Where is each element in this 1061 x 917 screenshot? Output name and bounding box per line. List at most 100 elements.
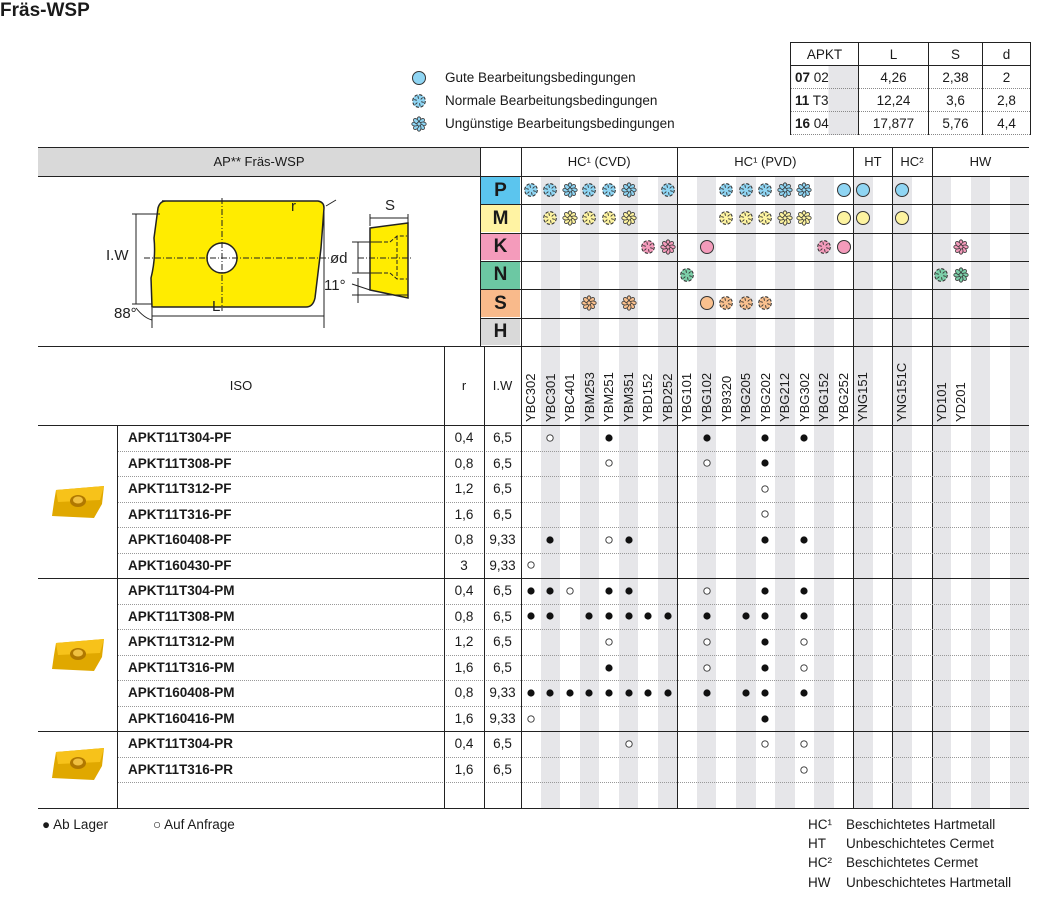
insert-drawing: r I.W 88° L S ød 11° [106, 197, 412, 328]
normal-condition-icon [602, 183, 616, 198]
s-label: S [385, 197, 395, 214]
normal-condition-icon [602, 211, 616, 226]
in-stock-dot [546, 689, 554, 697]
in-stock-dot [624, 689, 633, 697]
on-request-dot [703, 459, 711, 467]
row-separator [117, 476, 1030, 478]
grade-label: YBG102 [698, 372, 714, 422]
in-stock-dot [761, 434, 769, 442]
normal-condition-icon [738, 183, 753, 198]
group-divider [677, 147, 679, 808]
grade-label: YBM253 [581, 372, 597, 422]
grade-label: YNG151 [855, 372, 871, 422]
iso-code: APKT11T312-PF [128, 481, 232, 497]
in-stock-dot [742, 612, 750, 621]
grade-label: YD101 [933, 382, 949, 422]
code-bold: 11 [795, 92, 810, 108]
column-shade [931, 176, 952, 808]
iw-value: 6,5 [493, 761, 512, 777]
normal-condition-icon [758, 296, 773, 311]
grade-label: YBM251 [601, 372, 617, 422]
unfavorable-condition-icon [411, 116, 427, 132]
code: 04 [813, 115, 829, 131]
material-m: M [481, 204, 520, 233]
row-separator [117, 450, 1030, 452]
normal-condition-icon [719, 296, 734, 311]
radius-value: 0,8 [454, 532, 474, 548]
material-h: H [481, 318, 520, 346]
l-value: 17,877 [858, 111, 929, 135]
in-stock-dot [624, 612, 633, 621]
grade-label: YD201 [953, 382, 969, 422]
in-stock-dot [605, 612, 613, 621]
iso-code: APKT11T316-PR [128, 761, 234, 777]
in-stock-dot [761, 689, 769, 697]
in-stock-dot [546, 536, 554, 544]
group-header: HC¹ (PVD) [734, 154, 797, 169]
material-n: N [481, 261, 520, 289]
in-stock-dot [800, 587, 809, 595]
normal-condition-icon [543, 211, 558, 226]
table-line [38, 731, 1030, 733]
iso-code: APKT160408-PF [128, 532, 232, 548]
angle11-label: 11° [324, 277, 346, 294]
iw-value: 9,33 [489, 710, 516, 726]
row-separator [117, 552, 1030, 554]
in-stock-dot [761, 638, 769, 646]
material-k: K [481, 233, 520, 261]
normal-condition-icon [523, 183, 538, 198]
radius-value: 1,2 [454, 634, 474, 650]
iw-value: 9,33 [489, 557, 516, 573]
normal-condition-icon [758, 211, 773, 226]
good-condition-icon [895, 183, 910, 198]
on-request-dot [605, 638, 613, 646]
apkt-row: 11 T3 12,24 3,6 2,8 [790, 88, 1031, 112]
on-request-dot [800, 663, 809, 672]
iw-header: I.W [492, 378, 513, 393]
in-stock-dot [664, 612, 672, 621]
divider [480, 147, 481, 346]
legend-normal-label: Normale Bearbeitungsbedingungen [445, 93, 658, 108]
in-stock-legend: ● Ab Lager [42, 817, 108, 832]
group-divider [892, 147, 894, 808]
row-separator [117, 756, 1030, 758]
d-label: ød [330, 250, 348, 267]
in-stock-dot [800, 612, 809, 621]
radius-value: 0,8 [454, 455, 474, 471]
on-request-dot [761, 485, 770, 493]
s-value: 5,76 [928, 111, 983, 135]
column-shade [657, 176, 678, 808]
normal-condition-icon [641, 239, 655, 254]
column-shade [892, 176, 912, 808]
on-request-dot [527, 714, 535, 723]
divider [484, 346, 485, 808]
on-request-dot [527, 561, 535, 570]
in-stock-dot [761, 663, 769, 672]
group-divider [521, 147, 522, 808]
divider [117, 425, 118, 808]
in-stock-dot [761, 714, 769, 723]
column-shade [775, 176, 795, 808]
iso-code: APKT160408-PM [128, 685, 235, 701]
page-title: Fräs-WSP [0, 0, 90, 21]
table-line [38, 578, 1030, 580]
row-separator [117, 527, 1030, 529]
on-request-dot [703, 587, 711, 595]
iso-code: APKT11T304-PR [128, 736, 234, 752]
unfavorable-condition-icon [620, 210, 637, 227]
iso-code: APKT11T308-PM [128, 608, 235, 624]
code-bold: 16 [795, 115, 811, 131]
in-stock-dot [605, 689, 613, 697]
r-header: r [461, 378, 467, 393]
radius-value: 0,4 [454, 736, 474, 752]
column-shade [579, 176, 600, 808]
row-separator [117, 680, 1030, 682]
on-request-dot [703, 638, 711, 646]
iw-value: 9,33 [489, 685, 516, 701]
in-stock-dot [527, 689, 535, 697]
in-stock-dot [527, 587, 535, 595]
group-header: HW [969, 154, 992, 169]
unfavorable-condition-icon [777, 210, 793, 227]
in-stock-dot [605, 434, 613, 442]
normal-condition-icon [817, 239, 831, 254]
